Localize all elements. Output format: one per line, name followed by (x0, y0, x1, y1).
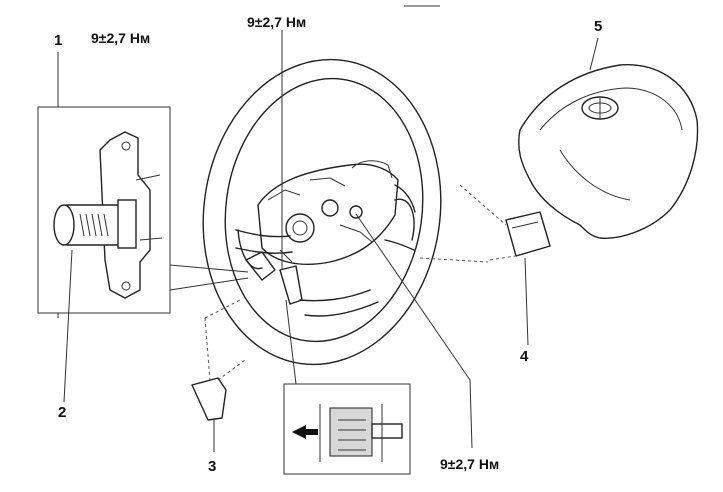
wheel-hub (257, 163, 399, 265)
left-inset-frame (37, 106, 171, 314)
hub-screw (349, 205, 363, 219)
wheel-hub-bolt (292, 220, 308, 236)
inset-guide-lower (169, 277, 249, 291)
wheel-hub-center (285, 213, 315, 243)
wheel-spoke-left (235, 229, 291, 238)
left-connector (245, 251, 276, 281)
leader-lines (57, 30, 599, 452)
wheel-spoke-right (394, 184, 416, 213)
callout-5: 5 (594, 18, 603, 35)
wheel-spoke-right-lower (384, 239, 415, 251)
part-5-airbag (518, 64, 699, 239)
part-3-cover (191, 299, 246, 421)
part-3-shape (191, 377, 227, 421)
callout-1: 1 (54, 32, 63, 49)
part-3-dashes (204, 299, 246, 381)
inset-wire-1 (135, 174, 161, 181)
arrow-left-icon (292, 425, 318, 439)
torque-label-bottom: 9±2,7 Нм (440, 456, 500, 472)
callout-3: 3 (208, 458, 217, 475)
callout-2: 2 (58, 404, 67, 421)
bottom-inset-frame (283, 383, 411, 475)
inset-hole-top (121, 141, 131, 151)
steering-wheel (202, 58, 442, 366)
part-4-groove (511, 221, 539, 229)
leader-2 (63, 249, 73, 403)
leader-5 (589, 37, 599, 71)
inset-hole-bottom (121, 281, 131, 291)
part-4-dashes (419, 184, 516, 263)
bottom-inset-spring (338, 419, 366, 451)
wheel-spoke-bottom-lower (304, 301, 379, 317)
callout-4: 4 (520, 348, 529, 365)
part-4-cover (419, 184, 551, 263)
airbag-mid-contour (559, 149, 631, 201)
torque-label-left: 9±2,7 Нм (91, 30, 151, 46)
inset-wire-2 (139, 237, 163, 241)
inset-bracket (99, 131, 151, 299)
part-4-shape (505, 211, 551, 257)
hub-top-bracket (351, 160, 393, 179)
left-inset (37, 106, 249, 314)
wheel-rim-outer (202, 58, 442, 366)
leader-torque-bottom-2 (469, 379, 473, 449)
bottom-inset-clip (329, 407, 373, 457)
bottom-inset (283, 299, 411, 475)
leader-4 (524, 257, 529, 346)
hub-bolt-right (321, 199, 339, 217)
inset-guide-upper (169, 264, 249, 273)
airbag-outline (518, 64, 699, 239)
lower-connector (279, 265, 303, 305)
inset-sensor-end (53, 204, 75, 246)
torque-label-top: 9±2,7 Нм (247, 14, 307, 30)
bottom-inset-guide (285, 299, 297, 385)
pad-left (237, 229, 263, 270)
hub-wiring (267, 177, 373, 263)
inset-nut (117, 199, 137, 249)
pad-right (394, 198, 415, 241)
leader-torque-bottom (355, 213, 471, 381)
bottom-inset-pin (371, 423, 403, 439)
wheel-spoke-bottom (299, 289, 371, 302)
wheel-rim-inner (224, 77, 424, 343)
airbag-top-contour (539, 87, 683, 131)
inset-thread (79, 213, 109, 237)
